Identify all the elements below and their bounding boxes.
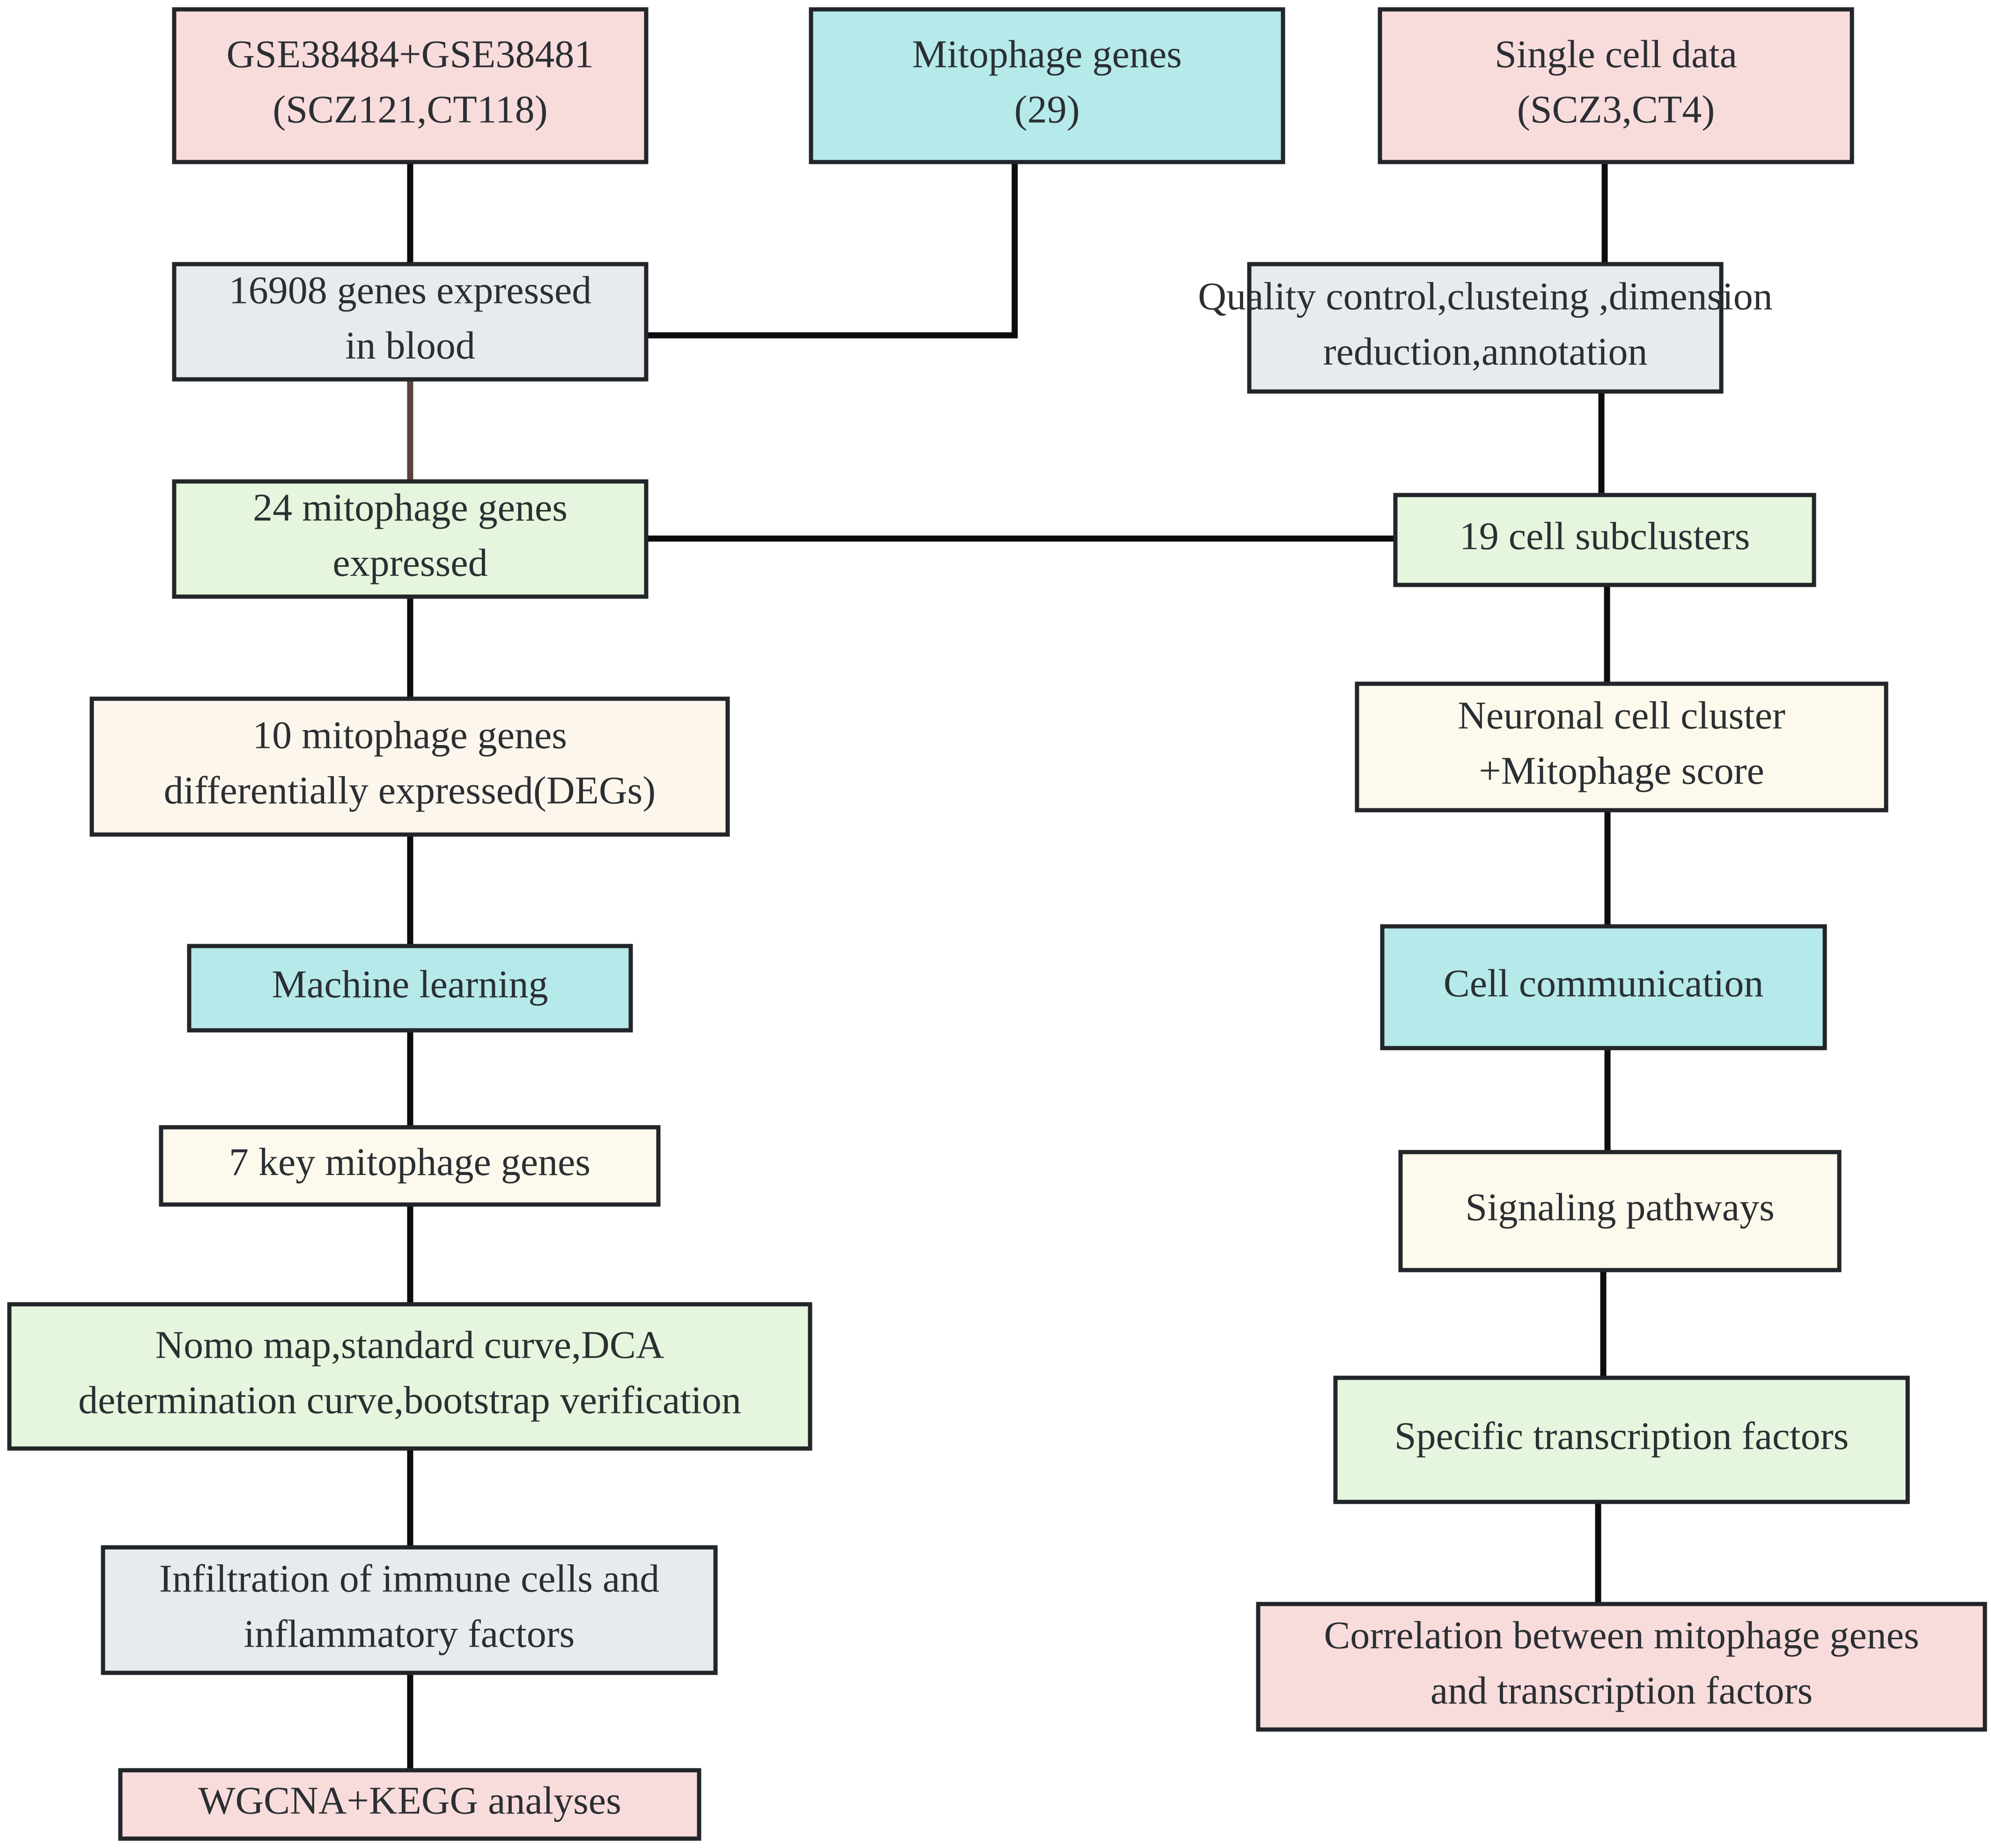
node-box [118,1768,701,1841]
node-label-line: Correlation between mitophage genes [1324,1613,1919,1657]
node-mitophage-genes: Mitophage genes (29) [809,7,1285,164]
node-wgcna: WGCNA+KEGG analyses [118,1768,701,1841]
node-box [101,1545,718,1675]
node-box [7,1302,812,1451]
node-label-line: WGCNA+KEGG analyses [198,1779,621,1822]
node-label-line: and transcription factors [1431,1669,1813,1712]
node-box [1398,1150,1842,1272]
flowchart-nodes: GSE38484+GSE38481 (SCZ121,CT118) Mitophage… [7,7,1987,1841]
node-label-line: determination curve,bootstrap verificati… [78,1378,741,1422]
node-box [1333,1375,1910,1504]
node-label-line: 7 key mitophage genes [229,1140,590,1184]
node-box [1378,7,1854,164]
node-label-line: (29) [1014,88,1080,131]
node-mito24: 24 mitophage genes expressed [172,479,649,599]
node-gse: GSE38484+GSE38481 (SCZ121,CT118) [172,7,649,164]
node-tf: Specific transcription factors [1333,1375,1910,1504]
connector-arrows [407,162,1611,1769]
node-label-line: Mitophage genes [912,32,1182,76]
node-key7: 7 key mitophage genes [159,1125,661,1207]
node-label-line: 19 cell subclusters [1460,514,1750,558]
node-box [172,7,649,164]
node-label-line: Single cell data [1495,32,1737,76]
node-box [1247,262,1724,394]
node-label-line: +Mitophage score [1479,749,1764,792]
node-box [159,1125,661,1207]
arrow-mitophage-genes-to-genes-blood [648,162,1018,339]
node-box [172,262,649,382]
node-quality-control: Quality control,clusteing ,dimension redu… [1198,262,1773,394]
node-label-line: (SCZ121,CT118) [273,88,547,131]
node-label-line: differentially expressed(DEGs) [164,769,656,812]
node-box [1355,681,1888,813]
node-box [187,944,633,1033]
node-box [809,7,1285,164]
node-genes-blood: 16908 genes expressed in blood [172,262,649,382]
node-label-line: Cell communication [1444,961,1764,1005]
node-degs: 10 mitophage genes differentially express… [89,696,730,837]
node-label-line: Neuronal cell cluster [1458,694,1785,737]
node-correlation: Correlation between mitophage genes and t… [1256,1602,1987,1732]
node-cellcomm: Cell communication [1380,924,1827,1050]
node-box [172,479,649,599]
node-label-line: Specific transcription factors [1394,1414,1849,1458]
node-label-line: 16908 genes expressed [229,268,591,312]
node-subclusters: 19 cell subclusters [1393,493,1816,587]
node-nomo: Nomo map,standard curve,DCA determination… [7,1302,812,1451]
node-label-line: inflammatory factors [244,1612,575,1656]
node-label-line: GSE38484+GSE38481 [227,32,594,76]
node-neuronal: Neuronal cell cluster +Mitophage score [1355,681,1888,813]
node-label-line: Nomo map,standard curve,DCA [155,1323,664,1367]
node-label-line: (SCZ3,CT4) [1517,88,1715,131]
node-ml: Machine learning [187,944,633,1033]
node-label-line: in blood [345,324,475,367]
node-single-cell: Single cell data (SCZ3,CT4) [1378,7,1854,164]
node-box [1256,1602,1987,1732]
node-label-line: expressed [332,541,487,584]
node-label-line: 24 mitophage genes [253,486,568,529]
node-label-line: 10 mitophage genes [252,713,567,757]
node-box [89,696,730,837]
node-label-line: Infiltration of immune cells and [159,1557,659,1600]
node-box [1393,493,1816,587]
node-box [1380,924,1827,1050]
node-signaling: Signaling pathways [1398,1150,1842,1272]
node-label-line: reduction,annotation [1323,330,1648,373]
node-immune: Infiltration of immune cells and inflamma… [101,1545,718,1675]
node-label-line: Machine learning [272,962,548,1006]
node-label-line: Quality control,clusteing ,dimension [1198,274,1772,318]
node-label-line: Signaling pathways [1465,1185,1774,1229]
